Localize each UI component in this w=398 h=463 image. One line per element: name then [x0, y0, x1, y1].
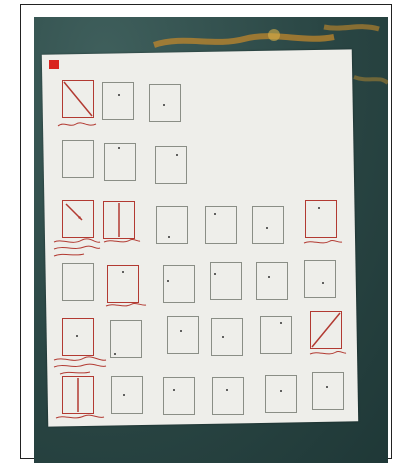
sketch-box: [104, 143, 136, 181]
sketch-box: [111, 376, 143, 414]
handwritten-annotation: [302, 237, 344, 247]
handwritten-annotation: [52, 118, 102, 130]
sketch-box: [256, 262, 288, 300]
handwritten-annotation: [102, 236, 142, 246]
handwritten-annotation: [104, 300, 148, 310]
sketch-box: [149, 84, 181, 122]
vertical-line-icon: [103, 201, 135, 239]
sketch-box: [252, 206, 284, 244]
sketch-box: [305, 200, 337, 238]
diagonal-icon: [62, 80, 94, 118]
sketch-box: [312, 372, 344, 410]
sketch-box: [102, 82, 134, 120]
sketch-box: [62, 263, 94, 301]
diagonal-icon: [310, 311, 342, 349]
sketch-box: [163, 265, 195, 303]
handwritten-annotation: [52, 236, 102, 258]
arrow-icon: [62, 200, 94, 238]
handwritten-annotation: [308, 348, 348, 358]
sketch-box: [212, 377, 244, 415]
sketch-box: [210, 262, 242, 300]
sketch-box: [205, 206, 237, 244]
sketch-box: [62, 140, 94, 178]
red-marker-square: [49, 60, 59, 69]
vertical-line-icon: [62, 376, 94, 414]
sketch-box: [155, 146, 187, 184]
sketch-box: [211, 318, 243, 356]
sketch-box: [260, 316, 292, 354]
sketch-box: [167, 316, 199, 354]
sketch-box: [156, 206, 188, 244]
sketch-box: [265, 375, 297, 413]
handwritten-annotation: [52, 354, 108, 376]
sketch-box: [62, 318, 94, 356]
handwritten-annotation: [54, 412, 106, 422]
sketch-box: [304, 260, 336, 298]
sketch-box: [163, 377, 195, 415]
